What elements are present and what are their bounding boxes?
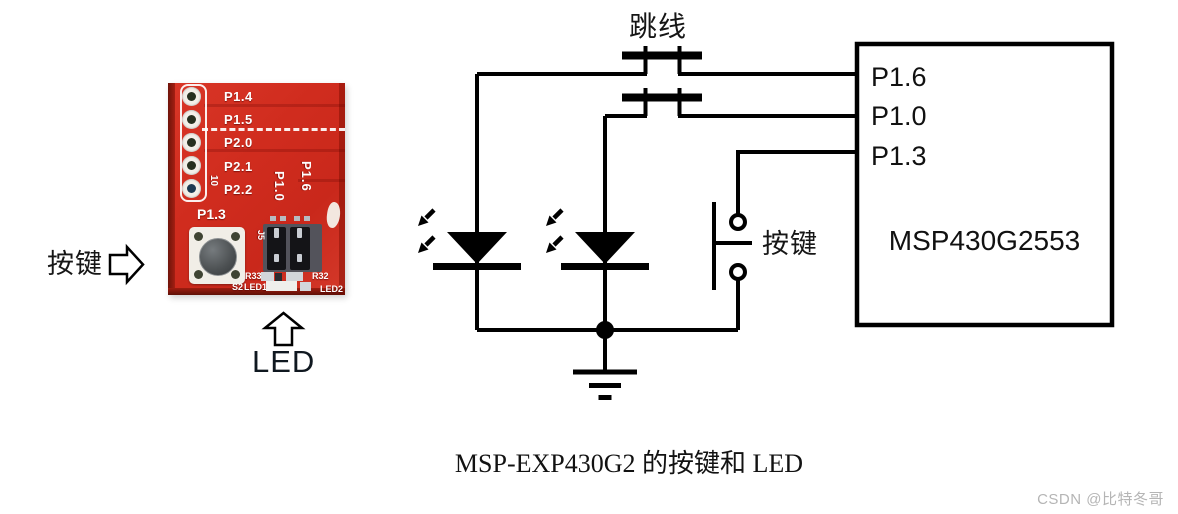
jumper-block xyxy=(263,224,322,272)
button-plunger xyxy=(199,238,237,276)
board-jumper-ref-p10: P1.0 xyxy=(272,171,287,202)
jumper-cap xyxy=(267,227,286,270)
mcu-pin-p10: P1.0 xyxy=(871,101,927,131)
smt-pad xyxy=(300,282,311,291)
board-button-callout-label: 按键 xyxy=(47,249,103,279)
ground-symbol xyxy=(573,330,637,400)
header-outline xyxy=(180,84,207,202)
board-pin-label: P2.1 xyxy=(224,159,253,174)
smt-body xyxy=(275,273,282,281)
board-pin-label: P1.4 xyxy=(224,89,253,104)
pcb-trace xyxy=(204,149,345,152)
board-resistor-ref: R32 xyxy=(312,271,329,281)
jumper1-symbol xyxy=(622,46,702,74)
board-jumper-ref-p16: P1.6 xyxy=(299,161,314,192)
header-hole xyxy=(182,133,201,152)
smt-pad xyxy=(261,272,274,281)
board-edge xyxy=(168,83,175,295)
board-connector-ref: J5 xyxy=(256,230,266,241)
watermark: CSDN @比特冬哥 xyxy=(1037,491,1164,508)
board-dashed-line xyxy=(202,128,345,131)
pcb-trace xyxy=(204,104,345,107)
mcu-box xyxy=(854,41,1115,328)
board-pin-label: P2.0 xyxy=(224,135,253,150)
led-callout-arrow-icon xyxy=(261,311,306,347)
schematic-button-label: 按键 xyxy=(762,229,818,259)
push-button-symbol xyxy=(712,202,752,290)
header-pad xyxy=(294,216,300,221)
launchpad-board-photo: P1.4 P1.5 P2.0 P2.1 P2.2 10 P1.3 P1 xyxy=(168,83,345,295)
header-pad xyxy=(304,216,310,221)
header-hole xyxy=(182,110,201,129)
jumper2-symbol xyxy=(622,88,702,116)
header-hole xyxy=(182,156,201,175)
board-edge xyxy=(168,288,345,295)
board-led-callout-label: LED xyxy=(252,344,316,379)
mcu-chip-name: MSP430G2553 xyxy=(888,225,1081,256)
led2-symbol xyxy=(546,208,649,270)
jumper-cap xyxy=(290,227,310,270)
button-top-wire xyxy=(736,150,857,214)
board-pin-label: P1.5 xyxy=(224,112,253,127)
board-pin-label: P2.2 xyxy=(224,182,253,197)
board-pin-number: 10 xyxy=(208,175,219,187)
led-pad xyxy=(266,281,297,291)
board-button-ref: P1.3 xyxy=(197,206,226,222)
header-hole xyxy=(182,87,201,106)
smt-pad xyxy=(286,272,303,281)
mcu-pin-p16: P1.6 xyxy=(871,62,927,92)
mcu-pin-p13: P1.3 xyxy=(871,141,927,171)
header-pad xyxy=(280,216,286,221)
board-edge xyxy=(339,83,345,295)
board-switch-ref: S2 xyxy=(232,282,244,292)
jumper-label: 跳线 xyxy=(629,11,688,42)
led1-symbol xyxy=(418,208,521,270)
tactile-button xyxy=(189,227,245,284)
figure-caption: MSP-EXP430G2 的按键和 LED xyxy=(454,449,804,478)
header-pad xyxy=(270,216,276,221)
pcb-trace xyxy=(298,179,345,182)
board-led1-ref: LED1 xyxy=(244,282,268,292)
board-resistor-ref: R33 xyxy=(245,271,262,281)
header-hole xyxy=(182,179,201,198)
button-callout-arrow-icon xyxy=(108,243,145,286)
board-led2-ref: LED2 xyxy=(320,284,344,294)
